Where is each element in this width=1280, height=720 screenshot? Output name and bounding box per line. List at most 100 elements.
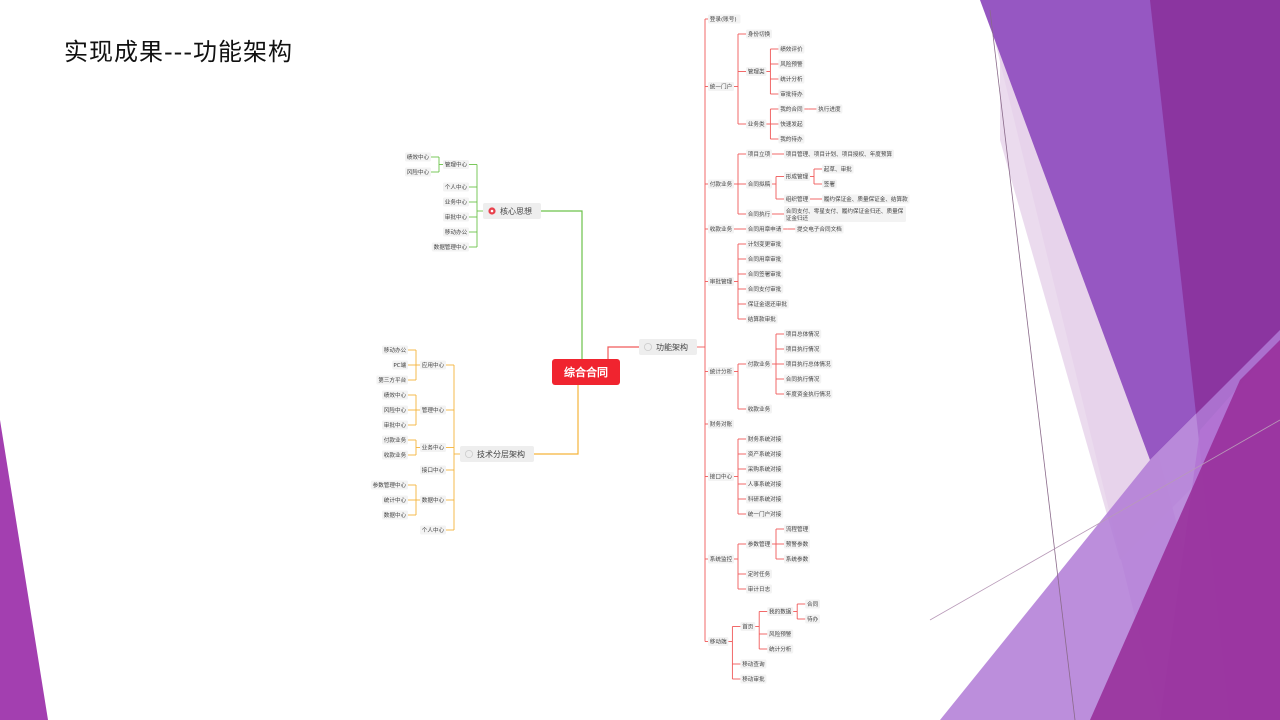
mindmap-node-label[interactable]: 起草、审批 bbox=[824, 165, 852, 173]
mindmap-node-label[interactable]: 待办 bbox=[807, 615, 819, 623]
mindmap-node-label[interactable]: 审批待办 bbox=[780, 90, 803, 98]
mindmap-node-label[interactable]: 审批中心 bbox=[384, 421, 407, 429]
mindmap-node-label[interactable]: 付款业务 bbox=[710, 180, 733, 188]
mindmap-node-label-bg bbox=[784, 389, 833, 399]
mindmap-node-label[interactable]: 移动办公 bbox=[384, 346, 407, 354]
mindmap-node-label[interactable]: 统计中心 bbox=[384, 496, 407, 504]
mindmap-node-label[interactable]: 个人中心 bbox=[422, 526, 445, 534]
mindmap-node-label[interactable]: 风险中心 bbox=[384, 406, 407, 414]
mindmap-node-label[interactable]: 风险预警 bbox=[780, 60, 803, 68]
mindmap-node-label[interactable]: 形成管理 bbox=[786, 173, 809, 181]
mindmap-node-label[interactable]: 绩效中心 bbox=[384, 391, 407, 399]
mindmap-node-label[interactable]: 绩效评价 bbox=[780, 45, 803, 53]
mindmap-node-label[interactable]: 收款业务 bbox=[748, 405, 771, 413]
mindmap-node-label[interactable]: 接口中心 bbox=[422, 466, 445, 474]
mindmap-node-label[interactable]: 登录(账号) bbox=[710, 15, 737, 23]
mindmap-node-label[interactable]: 付款业务 bbox=[384, 436, 407, 444]
mindmap-node-label[interactable]: 系统监控 bbox=[710, 555, 733, 563]
mindmap-node-label[interactable]: 签署 bbox=[824, 180, 836, 188]
mindmap-node-label[interactable]: 应用中心 bbox=[422, 361, 445, 369]
mindmap-node-label[interactable]: 管理中心 bbox=[445, 161, 468, 169]
mindmap-node-label[interactable]: 流程管理 bbox=[786, 525, 809, 533]
mindmap-node-label[interactable]: 接口中心 bbox=[710, 473, 733, 481]
mindmap-node-label[interactable]: 组织管理 bbox=[786, 195, 809, 203]
mindmap-node-label[interactable]: 结算款审批 bbox=[748, 315, 776, 323]
mindmap-node-label-bg bbox=[708, 419, 734, 429]
mindmap-node-label[interactable]: PC端 bbox=[393, 361, 406, 369]
mindmap-branch-label: 核心思想 bbox=[500, 206, 532, 216]
mindmap-node-label[interactable]: 系统参数 bbox=[786, 555, 809, 563]
mindmap-branch[interactable] bbox=[483, 203, 541, 219]
mindmap-node-label[interactable]: 合同签署审批 bbox=[748, 270, 782, 278]
mindmap-node-label[interactable]: 统计分析 bbox=[710, 368, 733, 376]
mindmap-node-label[interactable]: 合同支付审批 bbox=[748, 285, 782, 293]
mindmap-node-label[interactable]: 合同执行 bbox=[748, 210, 771, 218]
mindmap-node-label[interactable]: 身份切换 bbox=[748, 30, 771, 38]
mindmap-node-label[interactable]: 我的数据 bbox=[769, 608, 792, 616]
mindmap-node-label[interactable]: 项目总体情况 bbox=[786, 330, 820, 338]
mindmap-node-label[interactable]: 数据中心 bbox=[422, 496, 445, 504]
mindmap-node-label[interactable]: 快速发起 bbox=[780, 120, 803, 128]
mindmap-node-label[interactable]: 审批中心 bbox=[445, 213, 468, 221]
mindmap-node-label[interactable]: 业务中心 bbox=[422, 444, 445, 452]
mindmap-node-label[interactable]: 移动审批 bbox=[742, 675, 765, 683]
mindmap-node-label[interactable]: 项目执行总体情况 bbox=[786, 360, 831, 368]
mindmap-node-label[interactable]: 提交电子合同文档 bbox=[797, 225, 842, 233]
mindmap-node-label[interactable]: 人事系统对接 bbox=[748, 480, 782, 488]
mindmap-node-label[interactable]: 定时任务 bbox=[748, 570, 771, 578]
mindmap-node-label[interactable]: 项目执行情况 bbox=[786, 345, 820, 353]
mindmap-node-label[interactable]: 付款业务 bbox=[748, 360, 771, 368]
mindmap-node-label[interactable]: 管理中心 bbox=[422, 406, 445, 414]
mindmap-node-label[interactable]: 数据中心 bbox=[384, 511, 407, 519]
mindmap-node-label[interactable]: 合同支付、零星支付、履约保证金归还、质量保 bbox=[786, 207, 904, 215]
mindmap-node-label[interactable]: 风险预警 bbox=[769, 630, 792, 638]
mindmap-node-label[interactable]: 风险中心 bbox=[407, 168, 430, 176]
mindmap-node-label[interactable]: 财务对账 bbox=[710, 420, 733, 428]
mindmap-node-label[interactable]: 首页 bbox=[742, 623, 754, 631]
mindmap-node-label-bg bbox=[382, 405, 408, 415]
mindmap-branch[interactable] bbox=[460, 446, 534, 462]
mindmap-node-label[interactable]: 统计分析 bbox=[769, 645, 792, 653]
mindmap-branch[interactable] bbox=[639, 339, 697, 355]
mindmap-node-label[interactable]: 统一门户对接 bbox=[748, 510, 782, 518]
mindmap-node-label[interactable]: 移动端 bbox=[710, 638, 727, 646]
mindmap-node-label[interactable]: 我的待办 bbox=[780, 135, 803, 143]
mindmap-root[interactable] bbox=[552, 359, 620, 385]
mindmap-node-label[interactable]: 收款业务 bbox=[710, 225, 733, 233]
mindmap-node-label[interactable]: 采购系统对接 bbox=[748, 465, 782, 473]
mindmap-node-label[interactable]: 保证金退还审批 bbox=[748, 300, 788, 308]
mindmap-node-label[interactable]: 科研系统对接 bbox=[748, 495, 782, 503]
mindmap-node-label[interactable]: 第三方平台 bbox=[378, 376, 406, 384]
mindmap-node-label[interactable]: 计划变更审批 bbox=[748, 240, 782, 248]
mindmap-node-label[interactable]: 执行进度 bbox=[818, 105, 841, 113]
mindmap-node-label[interactable]: 年度资金执行情况 bbox=[786, 390, 831, 398]
mindmap-node-label[interactable]: 参数管理 bbox=[748, 540, 771, 548]
mindmap-node-label[interactable]: 项目立项 bbox=[748, 150, 771, 158]
mindmap-node-label[interactable]: 合同 bbox=[807, 600, 819, 608]
mindmap-node-label[interactable]: 个人中心 bbox=[445, 183, 468, 191]
mindmap-node-label[interactable]: 合同执行情况 bbox=[786, 375, 820, 383]
mindmap-node-label[interactable]: 财务系统对接 bbox=[748, 435, 782, 443]
mindmap-node-label[interactable]: 预警参数 bbox=[786, 540, 809, 548]
mindmap-node-label[interactable]: 数据管理中心 bbox=[434, 243, 468, 251]
mindmap-node-label[interactable]: 合同用章审批 bbox=[748, 255, 782, 263]
mindmap-node-label[interactable]: 审计日志 bbox=[748, 585, 771, 593]
mindmap-node-label[interactable]: 绩效中心 bbox=[407, 153, 430, 161]
mindmap-node-label[interactable]: 业务类 bbox=[748, 120, 765, 128]
mindmap-node-label[interactable]: 参数管理中心 bbox=[373, 481, 407, 489]
mindmap-node-label[interactable]: 履约保证金、质量保证金、结算款 bbox=[824, 195, 908, 203]
mindmap-node-label[interactable]: 业务中心 bbox=[445, 198, 468, 206]
mindmap-node-label[interactable]: 合同拟稿 bbox=[748, 180, 771, 188]
mindmap-node-label[interactable]: 合同用章申请 bbox=[748, 225, 782, 233]
mindmap-node-label[interactable]: 移动查询 bbox=[742, 660, 765, 668]
mindmap-node-label-bg bbox=[746, 434, 784, 444]
mindmap-node-label[interactable]: 我的合同 bbox=[780, 105, 803, 113]
mindmap-node-label[interactable]: 统一门户 bbox=[710, 83, 732, 91]
mindmap-node-label[interactable]: 统计分析 bbox=[780, 75, 803, 83]
mindmap-node-label[interactable]: 审批管理 bbox=[710, 278, 733, 286]
mindmap-node-label[interactable]: 收款业务 bbox=[384, 451, 407, 459]
mindmap-node-label[interactable]: 移动办公 bbox=[445, 228, 468, 236]
mindmap-node-label[interactable]: 项目管理、项目计划、项目授权、年度预算 bbox=[786, 150, 893, 158]
mindmap-node-label[interactable]: 资产系统对接 bbox=[748, 450, 782, 458]
mindmap-node-label[interactable]: 管理类 bbox=[748, 68, 765, 76]
